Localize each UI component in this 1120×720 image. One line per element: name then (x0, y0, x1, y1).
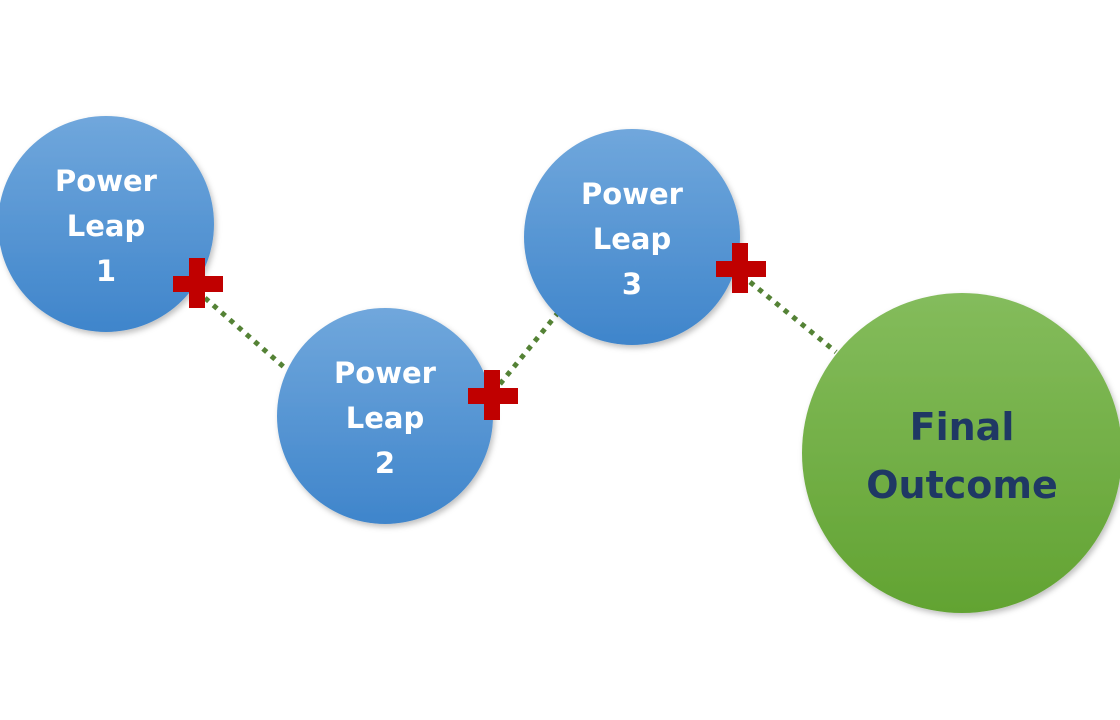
node-label: Power (334, 356, 437, 390)
connector-1-2 (203, 296, 287, 370)
node-power-leap-3: Power Leap 3 (524, 129, 740, 345)
connectors (203, 280, 838, 386)
plus-icon (173, 258, 223, 308)
connector-3-final (748, 280, 838, 354)
plus-icon (468, 370, 518, 420)
node-label: Outcome (866, 463, 1058, 507)
node-power-leap-1: Power Leap 1 (0, 116, 214, 332)
plus-icon (716, 243, 766, 293)
node-label: Power (581, 177, 684, 211)
node-label: Power (55, 164, 158, 198)
node-label: 3 (622, 267, 642, 301)
plus-signs (173, 243, 766, 420)
node-label: Leap (67, 209, 145, 243)
node-label: Leap (593, 222, 671, 256)
node-power-leap-2: Power Leap 2 (277, 308, 493, 524)
connector-2-3 (498, 312, 559, 386)
node-label: 2 (375, 446, 395, 480)
node-label: Final (910, 405, 1015, 449)
node-label: 1 (96, 254, 116, 288)
node-final-outcome: Final Outcome (802, 293, 1120, 613)
node-label: Leap (346, 401, 424, 435)
